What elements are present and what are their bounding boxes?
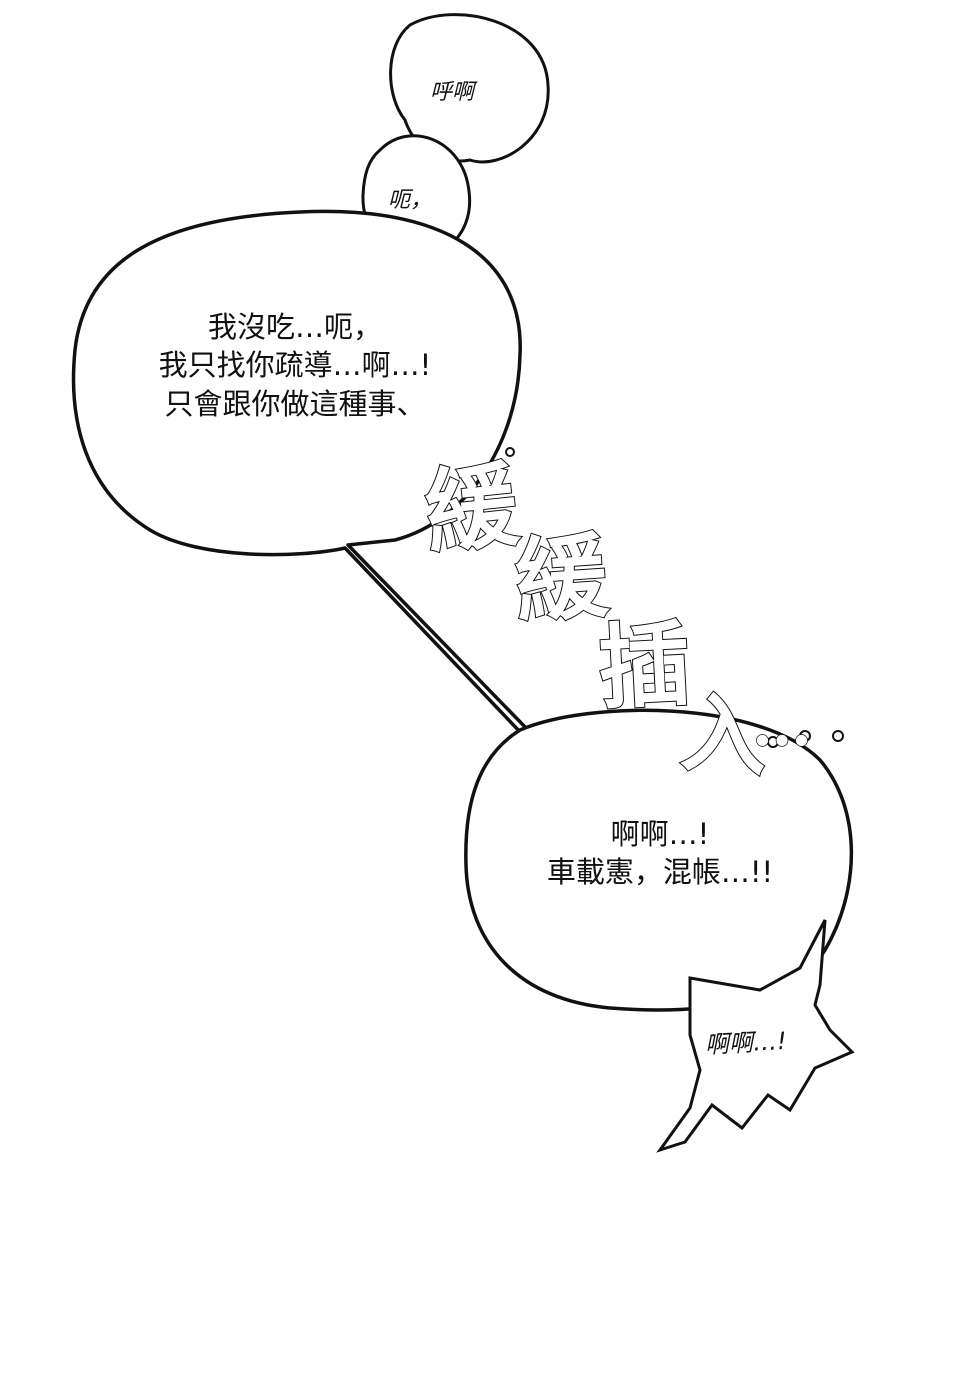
bubble-main-line: 我沒吃…呃， [207,310,382,344]
bubble-main-text: 我沒吃…呃， 我只找你疏導…啊…! 只會跟你做這種事、 [130,308,460,423]
bubble-lower-line: 啊啊…! [610,817,710,851]
sfx-dot [767,736,779,748]
bubble-eh-text: 呃， [388,188,433,213]
bubble-jagged-outline [656,919,855,1153]
bubble-huah-text: 呼啊 [430,80,475,105]
sfx-dot [799,730,811,742]
bubble-main-line: 我只找你疏導…啊…! [158,348,432,383]
bubble-main-line: 只會跟你做這種事、 [164,386,426,421]
bubble-main-outline [71,209,530,736]
sfx-char: 插 [595,609,695,724]
sfx-dots: … [751,689,813,761]
sfx-char: 緩 [419,449,524,568]
sfx-dot [505,447,515,457]
bubble-huah-outline [389,13,550,164]
bubble-lower-line: 車載憲，混帳…!! [546,855,774,890]
sfx-dot [832,730,844,742]
bubble-lower-text: 啊啊…! 車載憲，混帳…!! [525,815,795,892]
bubble-jagged-text: 啊啊…! [704,1026,788,1060]
